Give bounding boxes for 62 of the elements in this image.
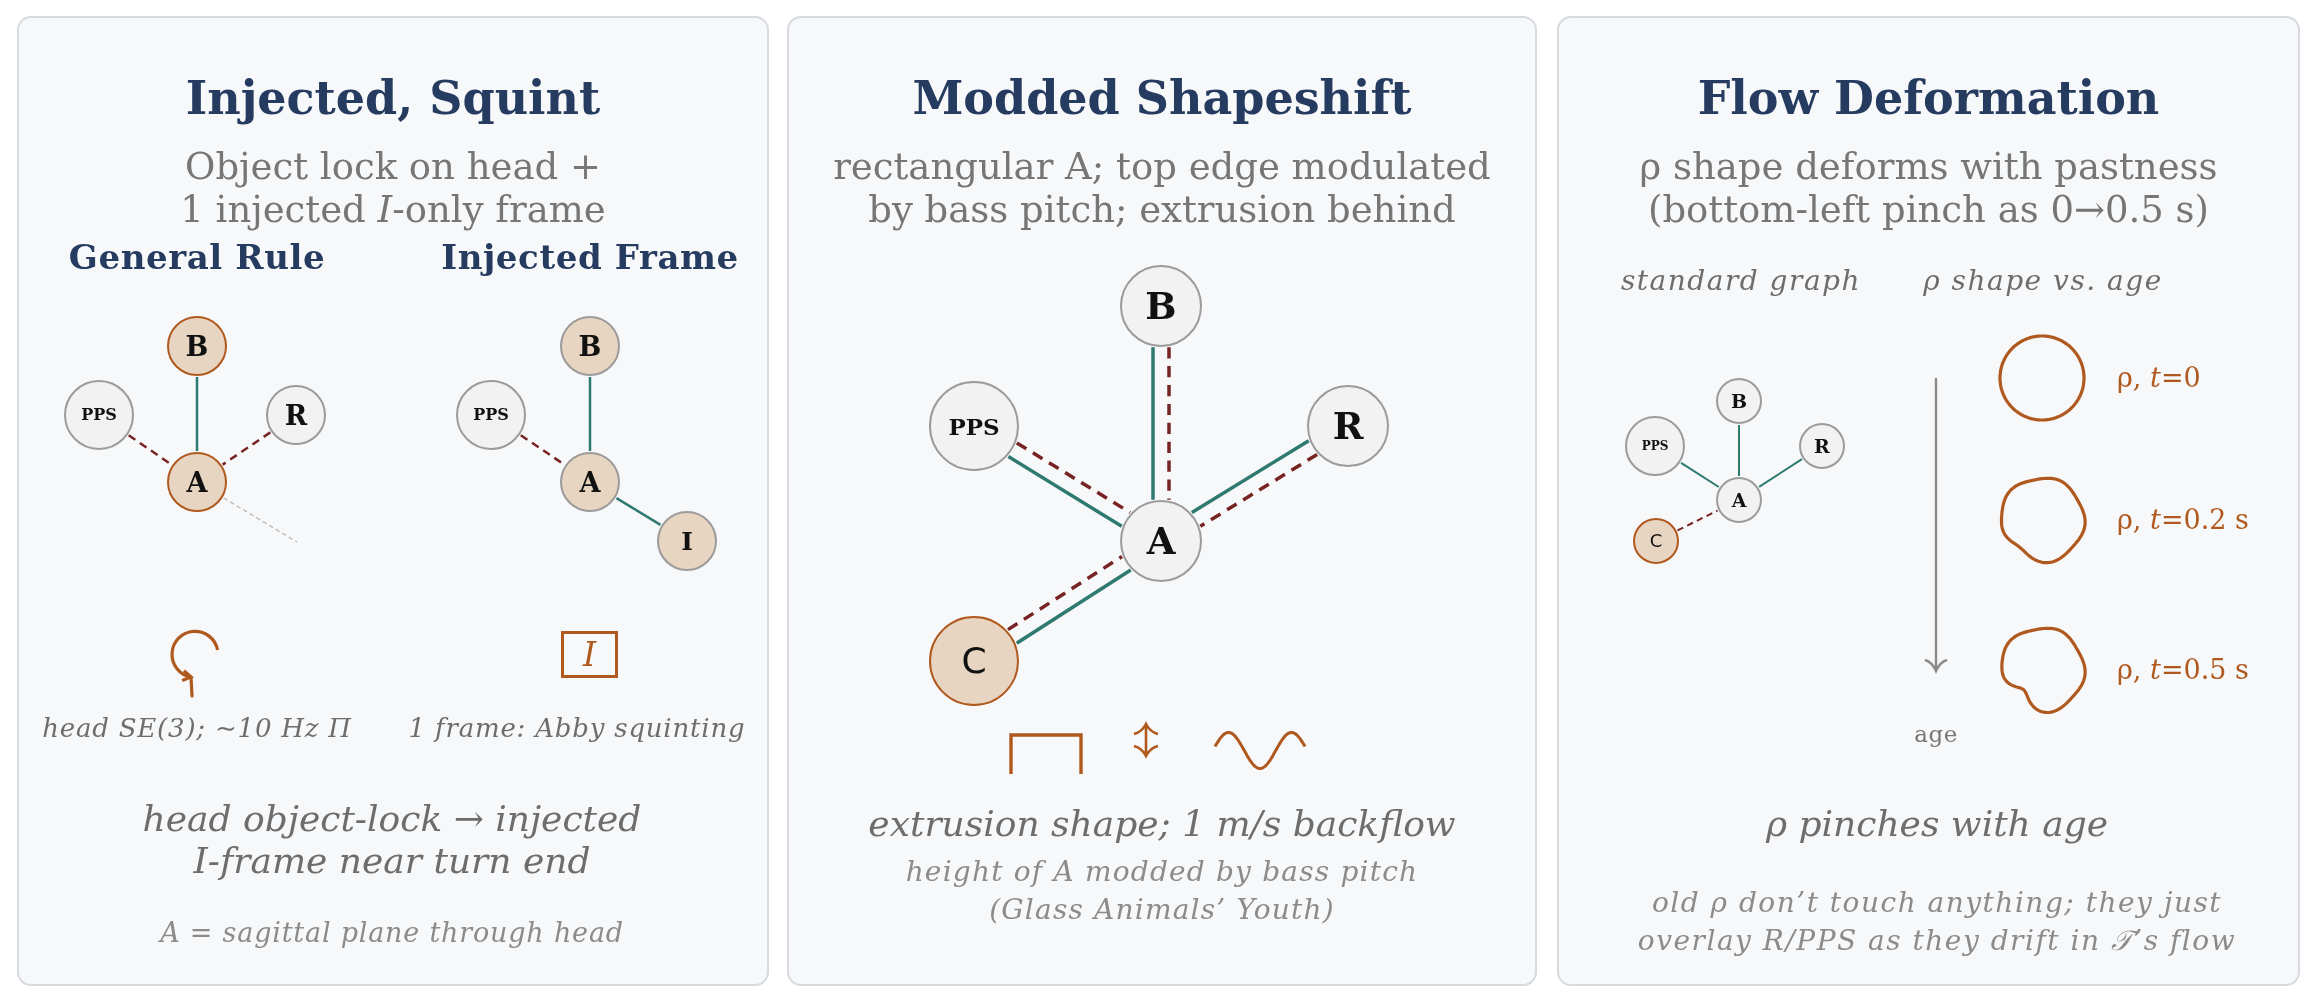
node-circle: C (1633, 518, 1679, 564)
node-circle: PPS (456, 380, 526, 450)
icon-caption: head SE(3); ∼10 Hz Π (41, 712, 353, 745)
node-circle: B (560, 316, 620, 376)
section-heading: General Rule (67, 236, 327, 279)
connector-line (1167, 347, 1171, 500)
panel-subtitle: rectangular A; top edge modulated by bass pitch; extrusion behind (832, 146, 1492, 232)
node-circle: B (167, 316, 227, 376)
panel-subtitle: Object lock on head + 1 injected I-only frame (179, 146, 607, 232)
connector-line (520, 434, 565, 466)
summary-text: ρ pinches with age (1764, 803, 2110, 846)
footnote-text: height of A modded by bass pitch (Glass Animals’ Youth) (904, 854, 1420, 928)
connector-line (1676, 509, 1719, 532)
panel-title: Modded Shapeshift (911, 70, 1413, 127)
node-circle: PPS (929, 381, 1019, 471)
node-circle: A (1120, 500, 1202, 582)
connector-line (1199, 453, 1318, 528)
connector-line (615, 497, 662, 526)
node-circle: PPS (1625, 416, 1685, 476)
connector-line (222, 497, 298, 543)
node-circle: PPS (64, 380, 134, 450)
node-circle: A (560, 452, 620, 512)
node-circle: R (1799, 423, 1845, 469)
connector-line (1738, 424, 1740, 477)
node-circle: B (1716, 378, 1762, 424)
letter-frame: I (561, 631, 618, 678)
connector-line (1015, 568, 1132, 645)
column-heading: ρ shape vs. age (1922, 263, 2164, 299)
node-circle: A (167, 452, 227, 512)
summary-text: extrusion shape; 1 m/s backflow (867, 803, 1457, 846)
connector-line (222, 431, 271, 466)
panel-title: Flow Deformation (1696, 70, 2161, 127)
node-circle: B (1120, 265, 1202, 347)
shape-label: ρ, t=0.5 s (2117, 652, 2250, 687)
connector-line (1680, 461, 1720, 488)
connector-line (195, 377, 199, 451)
node-circle: A (1716, 477, 1762, 523)
footnote-text: A = sagittal plane through head (157, 916, 625, 950)
connector-line (1191, 439, 1310, 514)
panel-title: Injected, Squint (184, 70, 602, 127)
connector-line (1151, 347, 1155, 500)
summary-text: head object-lock → injected I-frame near turn end (141, 798, 643, 883)
axis-label: age (1913, 720, 1959, 749)
panel-card (787, 16, 1537, 986)
section-heading: Injected Frame (440, 236, 740, 279)
connector-line (1758, 458, 1803, 488)
node-circle: R (1307, 385, 1389, 467)
node-circle: C (929, 616, 1019, 706)
icon-caption: 1 frame: Abby squinting (407, 712, 747, 745)
footnote-text: old ρ don’t touch anything; they just overlay R/PPS as they drift in 𝒯’s flow (1636, 885, 2238, 959)
connector-line (1007, 555, 1123, 632)
panel-card (17, 16, 769, 986)
shape-label: ρ, t=0.2 s (2117, 502, 2250, 537)
column-heading: standard graph (1619, 263, 1863, 299)
node-circle: I (657, 511, 717, 571)
shape-label: ρ, t=0 (2117, 360, 2202, 395)
panel-subtitle: ρ shape deforms with pastness (bottom-left pinch as 0→0.5 s) (1638, 146, 2219, 232)
connector-line (1015, 441, 1131, 514)
node-circle: R (266, 385, 326, 445)
connector-line (1007, 455, 1123, 528)
panel-card (1557, 16, 2300, 986)
connector-line (588, 377, 592, 451)
